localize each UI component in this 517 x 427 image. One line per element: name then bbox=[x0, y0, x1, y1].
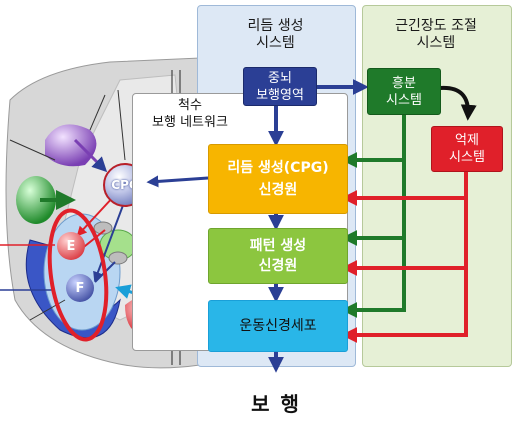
rhythm-system-title-line1: 리듬 생성 bbox=[247, 18, 304, 34]
cpg-box: 리듬 생성(CPG) 신경원 bbox=[208, 144, 348, 214]
walking-output-label: 보 행 bbox=[251, 392, 301, 416]
central-locomotor-box: 중뇌 보행영역 bbox=[243, 67, 317, 106]
tone-system-title-line1: 근긴장도 조절 bbox=[395, 18, 477, 34]
cpg-box-line2: 신경원 bbox=[258, 182, 298, 198]
central-locomotor-line2: 보행영역 bbox=[256, 87, 304, 103]
spinal-network-label-line2: 보행 네트워크 bbox=[152, 115, 228, 130]
tone-system-title: 근긴장도 조절 시스템 bbox=[362, 18, 510, 52]
excitation-line1: 흥분 bbox=[392, 75, 416, 91]
pattern-box-line2: 신경원 bbox=[258, 258, 298, 274]
e-node-label: E bbox=[66, 238, 76, 254]
spinal-network-label: 척수 보행 네트워크 bbox=[135, 97, 245, 131]
spinal-network-label-line1: 척수 bbox=[178, 98, 202, 113]
motor-neuron-box: 운동신경세포 bbox=[208, 300, 348, 352]
inhibition-line2: 시스템 bbox=[449, 150, 485, 165]
pattern-box: 패턴 생성 신경원 bbox=[208, 228, 348, 284]
e-node: E bbox=[57, 232, 85, 260]
rhythm-system-title: 리듬 생성 시스템 bbox=[197, 18, 354, 52]
rhythm-system-title-line2: 시스템 bbox=[256, 35, 295, 51]
excitation-box: 흥분 시스템 bbox=[367, 68, 441, 115]
central-locomotor-line1: 중뇌 bbox=[268, 70, 292, 86]
excitation-line2: 시스템 bbox=[386, 92, 422, 108]
tone-system-panel bbox=[362, 5, 512, 367]
f-node-label: F bbox=[75, 280, 85, 296]
cpg-box-line1: 리듬 생성(CPG) bbox=[227, 160, 329, 176]
inhibition-line1: 억제 bbox=[455, 133, 479, 148]
cpg-node-label: CPG bbox=[111, 178, 139, 192]
tone-system-title-line2: 시스템 bbox=[416, 35, 456, 51]
f-node: F bbox=[66, 274, 94, 302]
motor-neuron-label: 운동신경세포 bbox=[239, 317, 317, 334]
pattern-box-line1: 패턴 생성 bbox=[249, 238, 307, 254]
inhibition-box: 억제 시스템 bbox=[431, 126, 503, 172]
